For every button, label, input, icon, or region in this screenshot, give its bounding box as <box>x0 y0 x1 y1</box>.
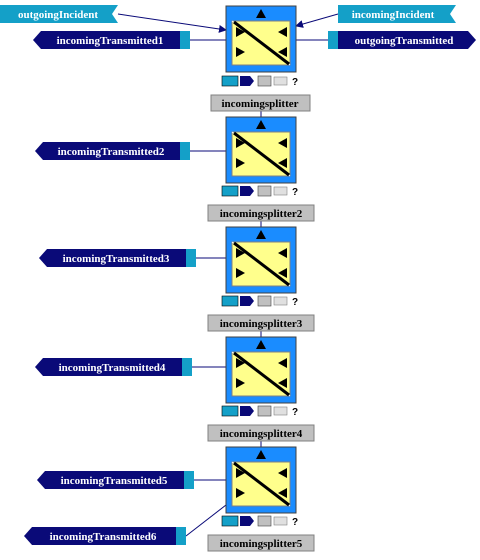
help-icon[interactable]: ? <box>292 517 298 528</box>
splitter-block-3[interactable] <box>225 226 297 294</box>
input-port-icon[interactable] <box>221 185 239 197</box>
left-arrow-icon <box>278 488 287 498</box>
window-icon[interactable] <box>257 405 272 417</box>
up-arrow-icon <box>256 450 266 459</box>
splitter-toolbar-3: ? incomingsplitter3 <box>207 295 315 332</box>
right-arrow-icon <box>236 268 245 278</box>
left-arrow-icon <box>278 47 287 57</box>
tag-incoming-transmitted-2[interactable]: incomingTransmitted2 <box>35 142 190 160</box>
splitter-name-1: incomingsplitter <box>222 98 299 110</box>
splitter-block-1[interactable] <box>225 5 297 73</box>
help-icon[interactable]: ? <box>292 77 298 88</box>
tag-incoming-transmitted-5-label: incomingTransmitted5 <box>61 475 168 487</box>
parameters-icon[interactable] <box>273 516 288 526</box>
left-arrow-icon <box>278 27 287 37</box>
parameters-icon[interactable] <box>273 76 288 86</box>
splitter-name-5: incomingsplitter5 <box>220 538 303 550</box>
right-arrow-icon <box>236 488 245 498</box>
tag-outgoing-incident-label: outgoingIncident <box>18 9 98 21</box>
tag-incoming-transmitted-6-label: incomingTransmitted6 <box>50 531 157 543</box>
help-icon[interactable]: ? <box>292 407 298 418</box>
output-port-icon[interactable] <box>240 406 254 416</box>
splitter-name-4: incomingsplitter4 <box>220 428 303 440</box>
input-port-icon[interactable] <box>221 75 239 87</box>
splitter-toolbar-2: ? incomingsplitter2 <box>207 185 315 222</box>
input-port-icon[interactable] <box>221 405 239 417</box>
right-arrow-icon <box>236 27 245 37</box>
connector-incoming-incident <box>295 13 339 28</box>
output-port-icon[interactable] <box>240 76 254 86</box>
splitter-block-4[interactable] <box>225 336 297 404</box>
window-icon[interactable] <box>257 185 272 197</box>
help-icon[interactable]: ? <box>292 297 298 308</box>
tag-incoming-transmitted-3[interactable]: incomingTransmitted3 <box>39 249 196 267</box>
splitter-mirror-icon <box>233 131 290 177</box>
splitter-mirror-icon <box>233 241 290 287</box>
tag-incoming-incident-label: incomingIncident <box>352 9 435 21</box>
connector-outgoing-incident <box>117 13 227 33</box>
window-icon[interactable] <box>257 75 272 87</box>
tag-outgoing-transmitted-label: outgoingTransmitted <box>355 35 454 47</box>
splitter-name-3: incomingsplitter3 <box>220 318 303 330</box>
output-port-icon[interactable] <box>240 296 254 306</box>
splitter-mirror-icon <box>233 461 290 507</box>
up-arrow-icon <box>256 230 266 239</box>
left-arrow-icon <box>278 268 287 278</box>
input-port-icon[interactable] <box>221 295 239 307</box>
connector-out-6 <box>185 504 227 537</box>
left-arrow-icon <box>278 468 287 478</box>
left-arrow-icon <box>278 358 287 368</box>
parameters-icon[interactable] <box>273 406 288 416</box>
parameters-icon[interactable] <box>273 296 288 306</box>
input-port-icon[interactable] <box>221 515 239 527</box>
right-arrow-icon <box>236 138 245 148</box>
tag-incoming-transmitted-4[interactable]: incomingTransmitted4 <box>35 358 192 376</box>
window-icon[interactable] <box>257 295 272 307</box>
right-arrow-icon <box>236 158 245 168</box>
right-arrow-icon <box>236 378 245 388</box>
splitter-block-2[interactable] <box>225 116 297 184</box>
splitter-block-5[interactable] <box>225 446 297 514</box>
left-arrow-icon <box>278 378 287 388</box>
right-arrow-icon <box>236 47 245 57</box>
parameters-icon[interactable] <box>273 186 288 196</box>
right-arrow-icon <box>236 358 245 368</box>
splitter-name-2: incomingsplitter2 <box>220 208 303 220</box>
splitter-mirror-icon <box>233 20 290 66</box>
help-icon[interactable]: ? <box>292 187 298 198</box>
up-arrow-icon <box>256 340 266 349</box>
tag-incoming-transmitted-5[interactable]: incomingTransmitted5 <box>37 471 194 489</box>
output-port-icon[interactable] <box>240 516 254 526</box>
tag-incoming-transmitted-3-label: incomingTransmitted3 <box>63 253 170 265</box>
left-arrow-icon <box>278 158 287 168</box>
tag-outgoing-transmitted[interactable]: outgoingTransmitted <box>328 31 476 49</box>
tag-incoming-transmitted-2-label: incomingTransmitted2 <box>58 146 165 158</box>
tag-incoming-transmitted-4-label: incomingTransmitted4 <box>59 362 166 374</box>
up-arrow-icon <box>256 120 266 129</box>
window-icon[interactable] <box>257 515 272 527</box>
tag-incoming-transmitted-6[interactable]: incomingTransmitted6 <box>24 527 186 545</box>
splitter-toolbar-5: ? incomingsplitter5 <box>207 515 315 552</box>
up-arrow-icon <box>256 9 266 18</box>
left-arrow-icon <box>278 138 287 148</box>
tag-incoming-incident[interactable]: incomingIncident <box>338 5 456 23</box>
splitter-toolbar-1: ? incomingsplitter <box>210 75 311 112</box>
left-arrow-icon <box>278 248 287 258</box>
tag-outgoing-incident[interactable]: outgoingIncident <box>0 5 118 23</box>
splitter-mirror-icon <box>233 351 290 397</box>
output-port-icon[interactable] <box>240 186 254 196</box>
splitter-toolbar-4: ? incomingsplitter4 <box>207 405 315 442</box>
tag-incoming-transmitted-1[interactable]: incomingTransmitted1 <box>33 31 190 49</box>
right-arrow-icon <box>236 248 245 258</box>
right-arrow-icon <box>236 468 245 478</box>
tag-incoming-transmitted-1-label: incomingTransmitted1 <box>57 35 164 47</box>
